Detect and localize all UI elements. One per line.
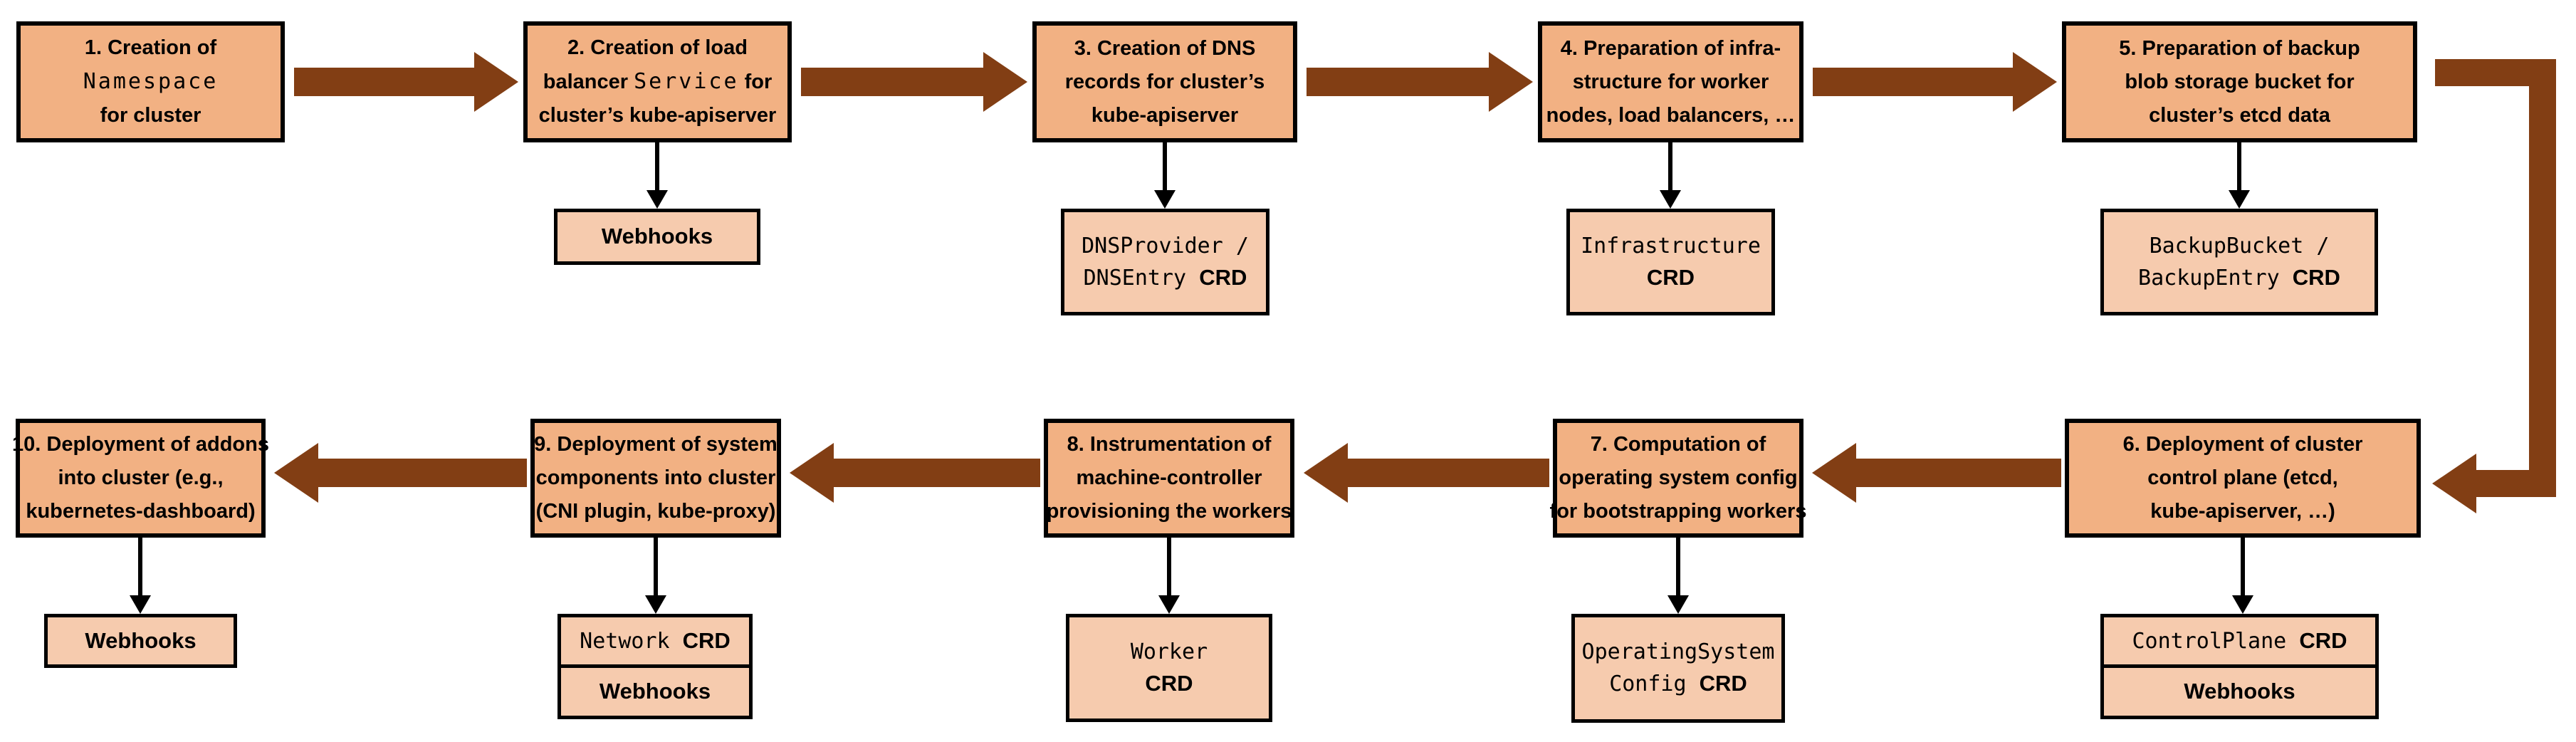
- connector-step4-crd-head-icon: [1660, 190, 1681, 209]
- step-6-webhooks-box: Webhooks: [2100, 664, 2379, 719]
- step-6-controlplane-crd-box: ControlPlane CRD: [2100, 614, 2379, 668]
- step-9-network-crd-box: Network CRD: [557, 614, 753, 668]
- flow-arrow-9-10-icon: [274, 443, 527, 503]
- flow-arrow-1-2-icon: [294, 52, 518, 112]
- step-2-webhooks-box: Webhooks: [554, 209, 760, 265]
- flow-arrow-5-6-elbow-icon: [2435, 59, 2556, 497]
- connector-step7-crd-head-icon: [1667, 595, 1689, 614]
- flow-arrow-7-8-icon: [1304, 443, 1549, 503]
- step-10-webhooks-box: Webhooks: [44, 614, 237, 668]
- flow-arrow-2-3-icon: [801, 52, 1027, 112]
- step-3-dnsprovider-dnsentry-crd-box: DNSProvider /DNSEntry CRD: [1061, 209, 1269, 315]
- step-9-webhooks-box: Webhooks: [557, 664, 753, 719]
- connector-step5-crd-head-icon: [2229, 190, 2250, 209]
- step-5-backupbucket-backupentry-crd-box: BackupBucket /BackupEntry CRD: [2100, 209, 2378, 315]
- flow-arrow-5-6-head-icon: [2432, 454, 2476, 513]
- step-4-box: 4. Preparation of infra-structure for wo…: [1538, 21, 1803, 142]
- flow-arrow-3-4-icon: [1307, 52, 1533, 112]
- connector-step9-crd-head-icon: [645, 595, 666, 614]
- connector-step10-webhooks-head-icon: [130, 595, 151, 614]
- flow-arrow-4-5-icon: [1813, 52, 2057, 112]
- flow-arrow-8-9-icon: [790, 443, 1040, 503]
- flow-arrow-6-7-icon: [1812, 443, 2061, 503]
- connector-step6-crd-head-icon: [2232, 595, 2253, 614]
- connector-step8-crd-head-icon: [1158, 595, 1180, 614]
- connector-step2-webhooks-head-icon: [646, 190, 668, 209]
- connector-step3-crd-head-icon: [1154, 190, 1176, 209]
